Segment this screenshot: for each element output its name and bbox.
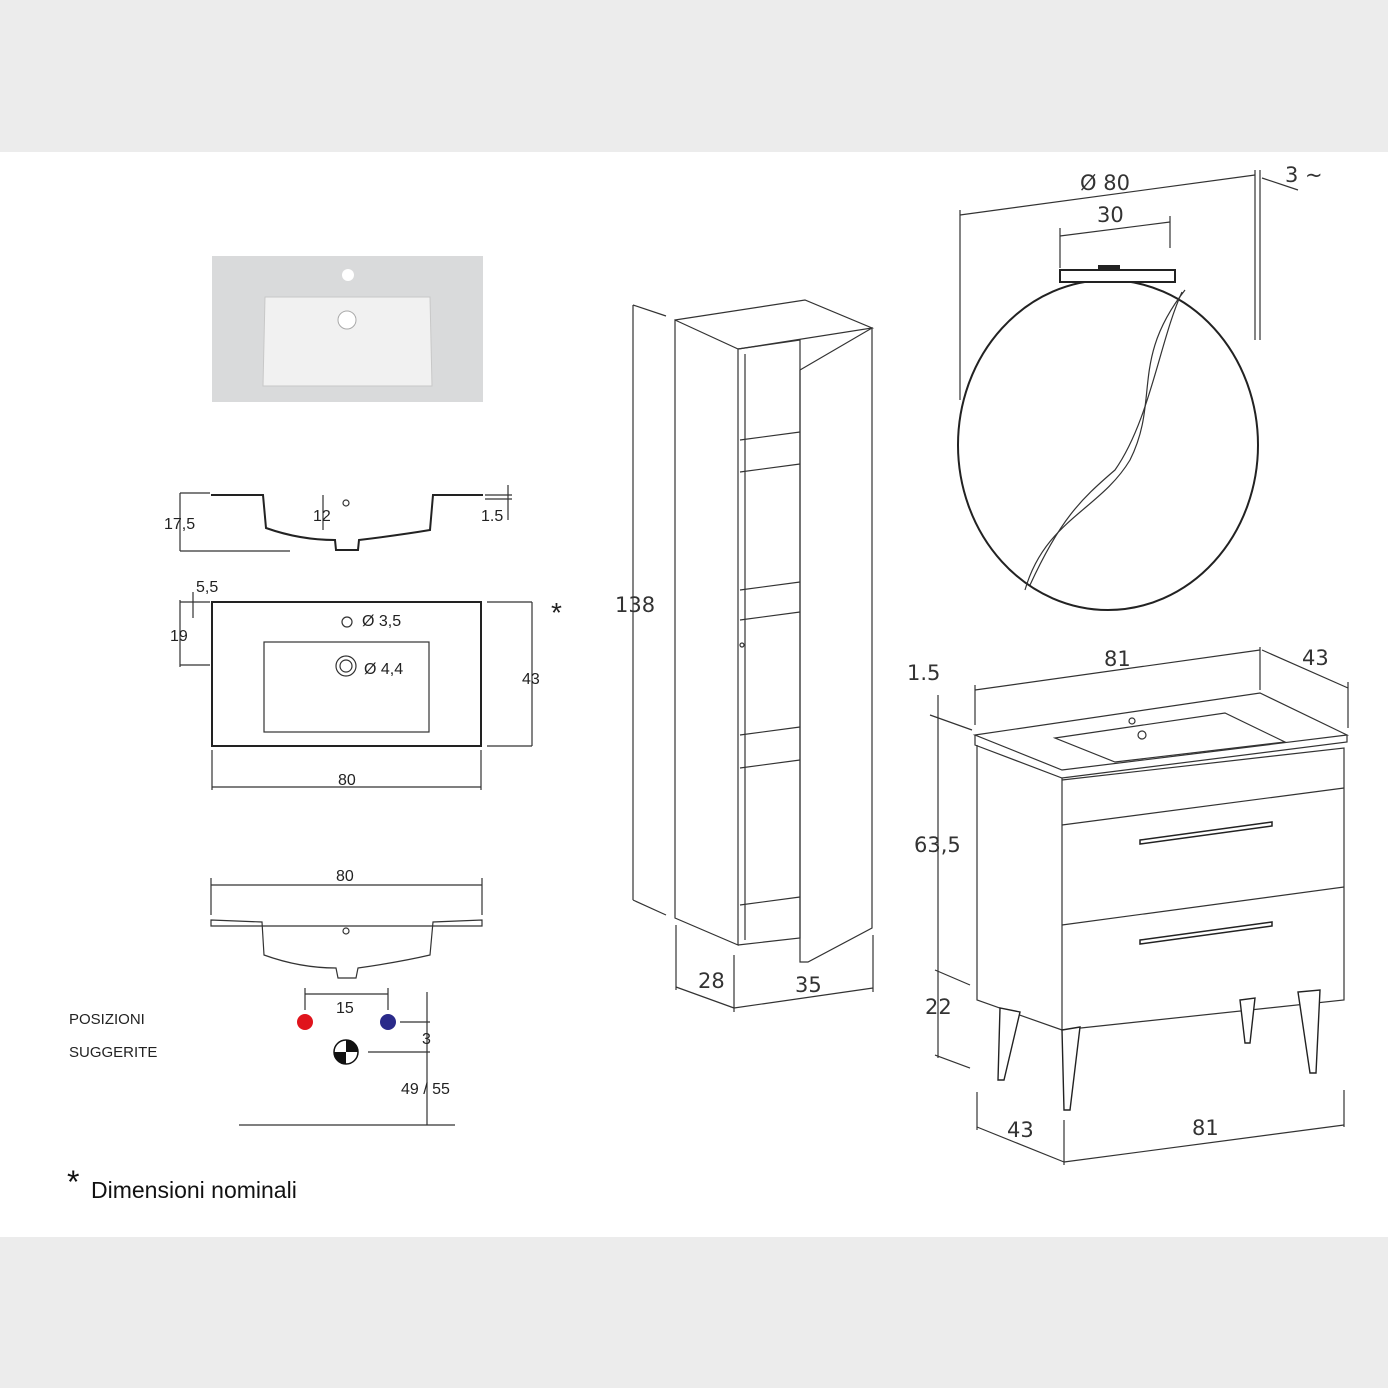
top-band: [0, 0, 1388, 152]
tap-hole-label: Ø 3,5: [362, 613, 401, 630]
basin-width-label: 80: [338, 772, 356, 789]
basin-depth-label: 43: [522, 671, 540, 688]
basin-plan-view: 5,5 19 Ø 3,5 Ø 4,4 43 * 80: [170, 579, 562, 790]
rim-label: 1.5: [481, 508, 503, 525]
mirror-diameter-label: Ø 80: [1080, 171, 1130, 195]
tap-offset-label: 5,5: [196, 579, 218, 596]
basin-height-label: 17,5: [164, 516, 195, 533]
vanity-unit: 1.5 81 43 63,5 22 43 81: [907, 646, 1350, 1165]
basin-front-view: 80: [210, 868, 483, 979]
top-thickness-label: 1.5: [907, 661, 940, 685]
top-depth-label: 43: [1302, 646, 1329, 670]
positions-label-2: SUGGERITE: [69, 1044, 157, 1061]
basin-photo: [212, 256, 483, 402]
hot-water-icon: [297, 1014, 313, 1030]
column-depth-label: 28: [698, 969, 725, 993]
bottom-depth-label: 43: [1007, 1118, 1034, 1142]
bottom-band: [0, 1237, 1388, 1388]
offset-label: 3: [422, 1031, 431, 1048]
footnote-asterisk: *: [67, 1164, 79, 1200]
lamp-width-label: 30: [1097, 203, 1124, 227]
round-mirror: Ø 80 3 ~ 30: [957, 163, 1323, 611]
front-width-label: 80: [336, 868, 354, 885]
height-label: 49 / 55: [401, 1081, 450, 1098]
bottom-width-label: 81: [1192, 1116, 1219, 1140]
body-height-label: 63,5: [914, 833, 961, 857]
basin-section-view: 17,5 12 1.5: [164, 485, 512, 552]
mirror-lamp: [1059, 269, 1176, 283]
footnote-text: Dimensioni nominali: [91, 1177, 297, 1203]
drawer-handles: [1139, 821, 1273, 945]
drain-hole-label: Ø 4,4: [364, 661, 403, 678]
nominal-asterisk: *: [551, 597, 562, 628]
column-cabinet: 138 28 35: [615, 299, 875, 1012]
tap-distance-label: 19: [170, 628, 188, 645]
column-height-label: 138: [615, 593, 655, 617]
mirror-depth-label: 3 ~: [1285, 163, 1323, 187]
bowl-depth-label: 12: [313, 508, 331, 525]
spacing-label: 15: [336, 1000, 354, 1017]
positions-label-1: POSIZIONI: [69, 1011, 145, 1028]
cold-water-icon: [380, 1014, 396, 1030]
vanity-legs: [997, 989, 1321, 1111]
column-width-label: 35: [795, 973, 822, 997]
top-width-label: 81: [1104, 647, 1131, 671]
suggested-positions: POSIZIONI SUGGERITE 15 3 49 / 55: [69, 988, 455, 1126]
leg-height-label: 22: [925, 995, 952, 1019]
